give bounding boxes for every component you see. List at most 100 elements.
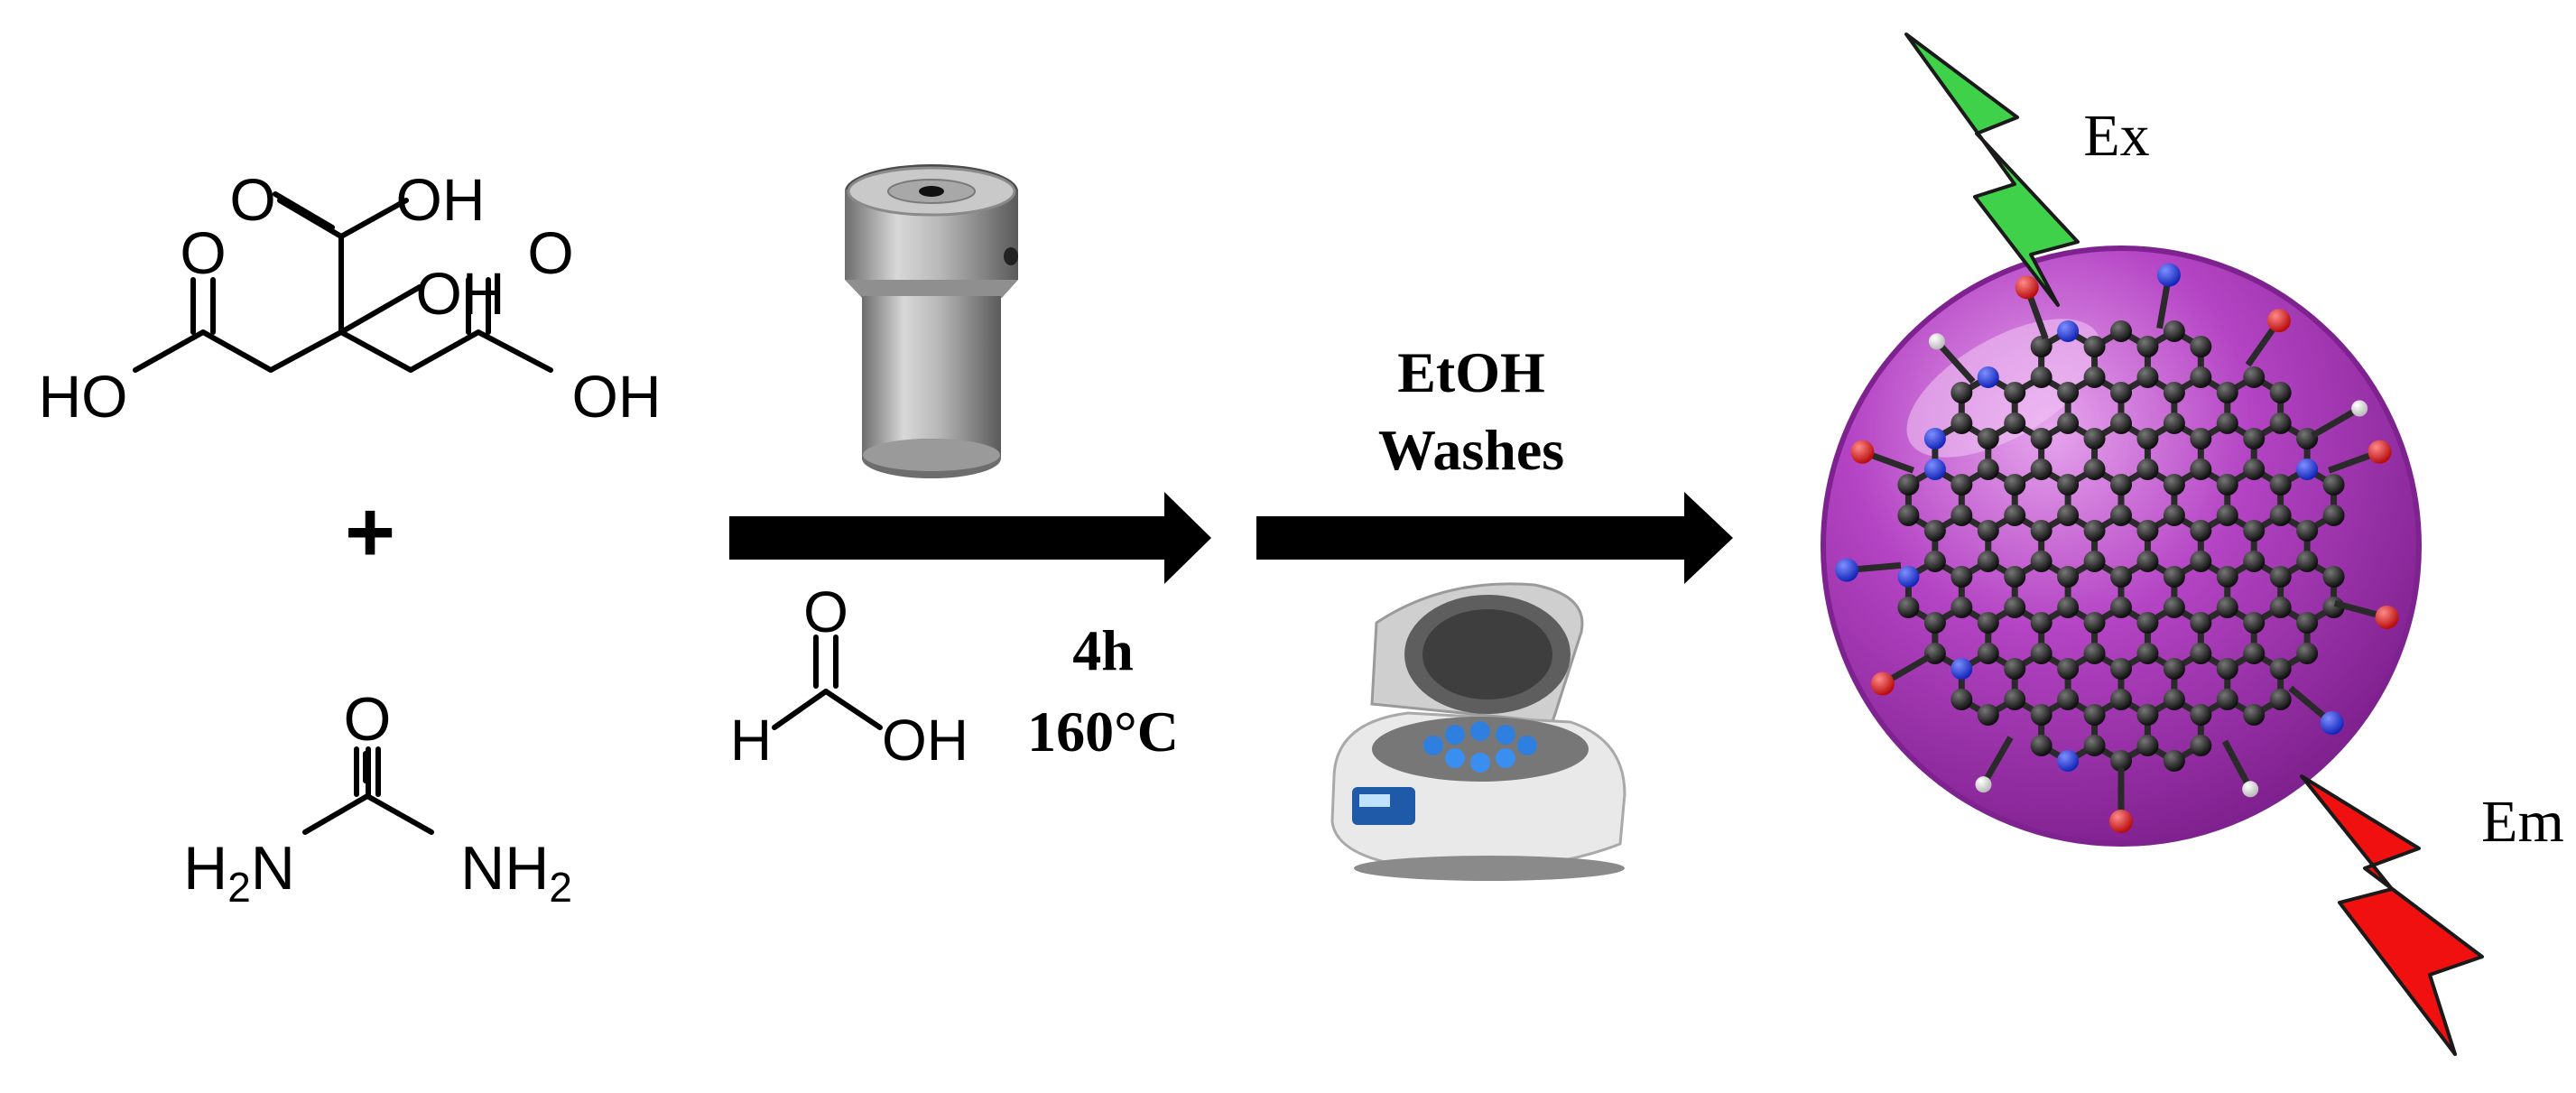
carbon-atom: [2004, 658, 2026, 680]
citric-acid-atom-label: O: [527, 219, 573, 286]
citric-acid-atom-label: OH: [416, 260, 505, 327]
hydrogen-atom: [1928, 333, 1945, 350]
carbon-atom: [2110, 750, 2132, 772]
carbon-atom: [1951, 412, 1973, 434]
carbon-atom: [2030, 459, 2052, 480]
carbon-atom: [2083, 704, 2106, 726]
formic-oxygen-label: O: [803, 579, 848, 644]
nitrogen-atom: [2296, 459, 2319, 480]
carbon-atom: [2190, 428, 2212, 449]
oxygen-atom: [2109, 810, 2133, 833]
carbon-atom: [2163, 320, 2185, 342]
citric-acid-structure: O OH O OH O HO OH: [39, 166, 662, 430]
carbon-atom: [1977, 612, 1999, 634]
carbon-atom: [2296, 551, 2319, 572]
nitrogen-atom: [2320, 711, 2344, 736]
carbon-atom: [2136, 643, 2159, 664]
carbon-atom: [2163, 412, 2185, 434]
carbon-atom: [2030, 704, 2052, 726]
carbon-atom: [1897, 597, 1920, 618]
carbon-atom: [2190, 520, 2212, 542]
carbon-atom: [2190, 459, 2212, 480]
carbon-atom: [2110, 566, 2132, 588]
carbon-atom: [1951, 505, 1973, 526]
carbon-dot-illustration: [1821, 245, 2422, 847]
carbon-atom: [2190, 735, 2212, 756]
functional-group-bond: [1980, 736, 2014, 786]
carbon-atom: [2030, 336, 2052, 357]
centrifuge-tubes: [1423, 721, 1537, 773]
citric-acid-atom-label: O: [180, 219, 226, 286]
carbon-atom: [2004, 566, 2026, 588]
carbon-atom: [2110, 320, 2132, 342]
carbon-atom: [2004, 412, 2026, 434]
reaction-temperature: 160°C: [1027, 699, 1179, 764]
nitrogen-atom: [1923, 428, 1946, 449]
oxygen-atom: [1870, 672, 1895, 696]
carbon-atom: [2269, 597, 2292, 618]
carbon-atom: [1977, 428, 1999, 449]
carbon-atom: [1923, 551, 1946, 572]
carbon-atom: [2216, 505, 2238, 526]
carbon-atom: [2030, 551, 2052, 572]
urea-left-amine-label: H2N: [183, 834, 295, 911]
carbon-atom: [2163, 750, 2185, 772]
nitrogen-atom: [2156, 263, 2181, 287]
citric-acid-atom-label: HO: [39, 363, 128, 430]
carbon-atom: [1897, 474, 1920, 496]
carbon-atom: [2083, 428, 2106, 449]
carbon-atom: [2322, 566, 2345, 588]
nitrogen-atom: [1835, 558, 1859, 582]
nitrogen-atom: [1951, 658, 1973, 680]
oxygen-atom: [2015, 275, 2039, 300]
carbon-atom: [2110, 474, 2132, 496]
carbon-atom: [1977, 643, 1999, 664]
carbon-atom: [2136, 366, 2159, 388]
urea-left-h: H: [183, 834, 227, 903]
citric-acid-atom-label: O: [229, 166, 275, 233]
carbon-atom: [2136, 459, 2159, 480]
carbon-atom: [2269, 382, 2292, 403]
carbon-atom: [2030, 366, 2052, 388]
autoclave-icon: [845, 164, 1018, 478]
carbon-atom: [2243, 366, 2266, 388]
formic-acid-structure: O H OH: [730, 579, 968, 773]
carbon-atom: [2136, 704, 2159, 726]
carbon-atom: [2030, 428, 2052, 449]
carbon-atom: [2269, 566, 2292, 588]
urea-left-sub: 2: [227, 864, 251, 911]
carbon-atom: [2110, 689, 2132, 710]
emission-label: Em: [2481, 789, 2564, 855]
carbon-atom: [2083, 643, 2106, 664]
carbon-atom: [2083, 735, 2106, 756]
citric-acid-atom-label: OH: [396, 166, 486, 233]
oxygen-atom: [2368, 440, 2392, 464]
urea-right-amine-label: NH2: [460, 834, 572, 911]
carbon-atom: [2057, 382, 2080, 403]
carbon-atom: [1977, 551, 1999, 572]
carbon-atom: [2030, 643, 2052, 664]
carbon-atom: [2216, 566, 2238, 588]
wash-step-label: Washes: [1378, 418, 1564, 482]
carbon-atom: [2110, 505, 2132, 526]
carbon-atom: [2110, 658, 2132, 680]
carbon-atom: [2163, 658, 2185, 680]
reaction-arrow-1: [729, 492, 1211, 584]
citric-acid-atom-label: OH: [572, 363, 662, 430]
carbon-atom: [2057, 566, 2080, 588]
urea-right-sub: 2: [549, 864, 572, 911]
carbon-atom: [2004, 382, 2026, 403]
hydrogen-atom: [1975, 776, 1992, 793]
nitrogen-atom: [1977, 366, 1999, 388]
functional-group-bond: [2221, 739, 2254, 791]
carbon-atom: [2243, 704, 2266, 726]
carbon-atom: [2269, 412, 2292, 434]
carbon-atom: [2004, 597, 2026, 618]
functional-group-bond: [2311, 405, 2361, 439]
plus-sign: +: [345, 484, 395, 580]
carbon-atom: [2243, 520, 2266, 542]
carbon-atom: [2243, 551, 2266, 572]
carbon-atom: [1923, 612, 1946, 634]
